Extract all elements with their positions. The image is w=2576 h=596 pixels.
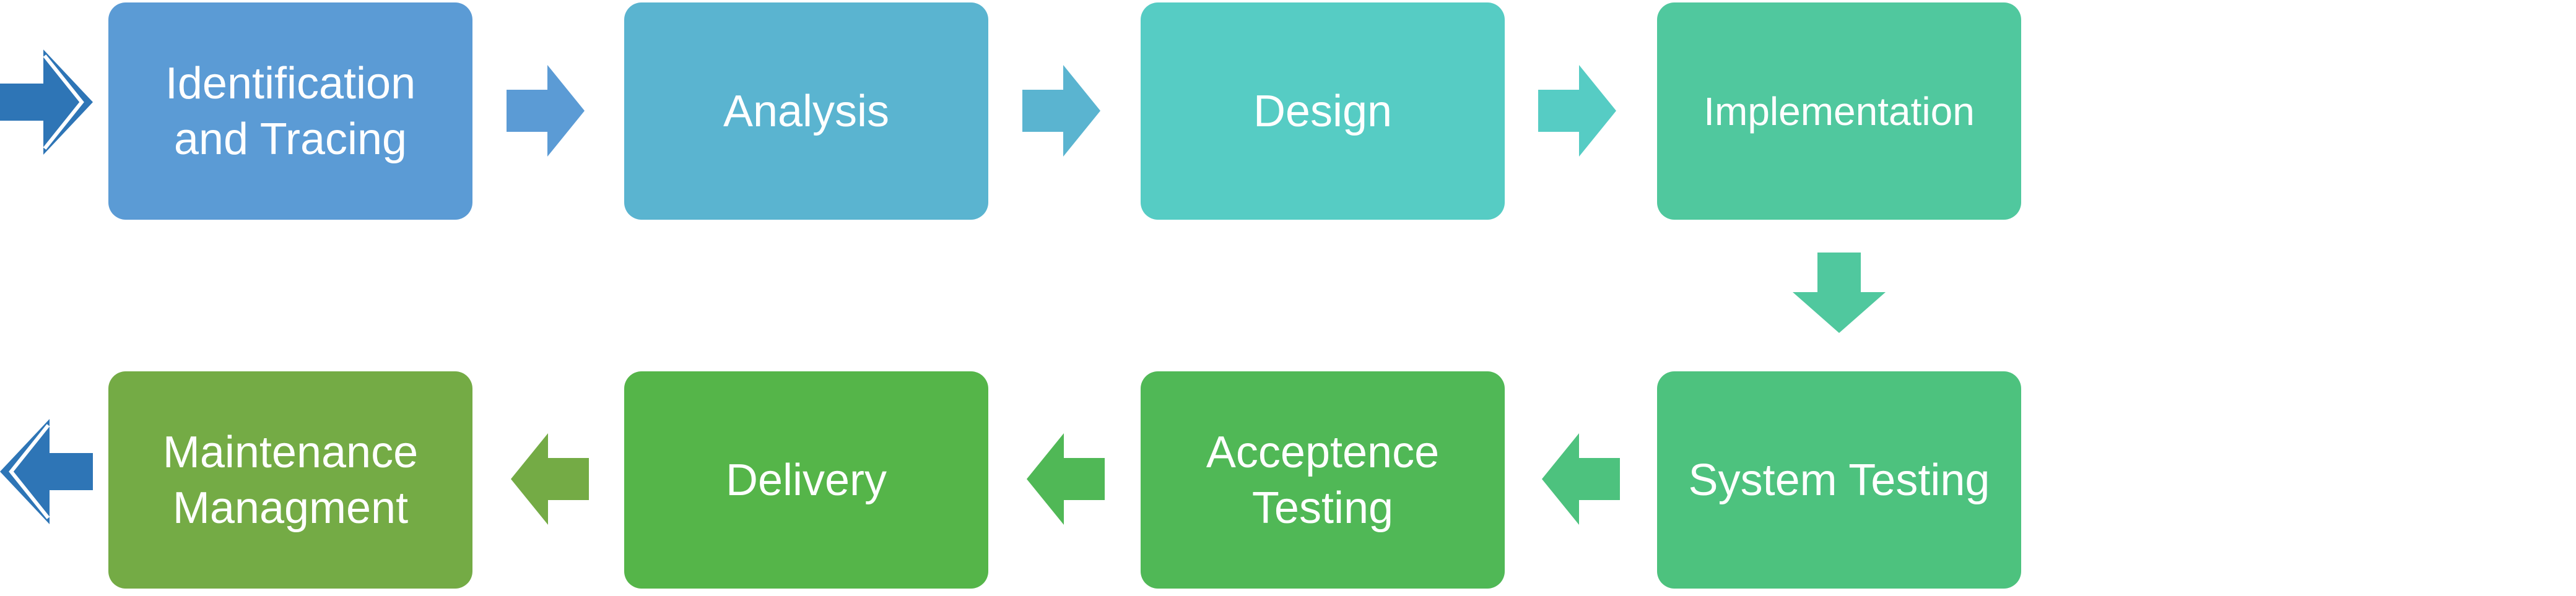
arrow-left-icon [511,433,589,525]
exit-double-arrow-icon [0,419,93,524]
step-label: Maintenance Managment [162,427,419,533]
step-design: Design [1141,2,1505,220]
step-label: Implementation [1704,89,1975,134]
step-label: Design [1253,86,1393,136]
step-implementation: Implementation [1657,2,2021,220]
arrow-right-icon [507,65,585,157]
arrow-left-icon [1542,433,1620,525]
step-analysis: Analysis [624,2,988,220]
step-label: Delivery [725,455,887,505]
step-acceptence-testing: Acceptence Testing [1141,371,1505,589]
step-system-testing: System Testing [1657,371,2021,589]
step-maintenance-managment: Maintenance Managment [108,371,472,589]
step-label: Acceptence Testing [1206,427,1440,533]
step-identification-and-tracing: Identification and Tracing [108,2,472,220]
step-label: Identification and Tracing [165,58,416,164]
step-label: System Testing [1688,455,1990,505]
arrow-left-icon [1027,433,1105,525]
entry-arrow-shape [0,50,93,155]
arrow-right-icon [1022,65,1100,157]
entry-double-arrow-icon [0,50,93,155]
arrow-down-icon [1793,253,1886,333]
step-delivery: Delivery [624,371,988,589]
step-label: Analysis [723,86,890,136]
arrow-right-icon [1538,65,1616,157]
